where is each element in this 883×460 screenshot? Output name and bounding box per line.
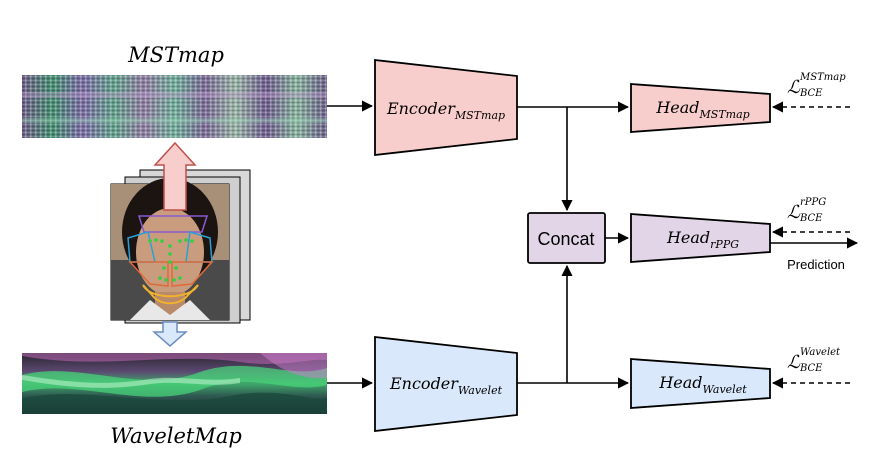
mstmap-title: MSTmap xyxy=(127,43,224,67)
concat-label: Concat xyxy=(537,229,594,249)
face-image-stack xyxy=(110,169,251,324)
encoder-wavelet-label: Encoder xyxy=(389,374,459,393)
mstmap-image xyxy=(22,75,327,138)
waveletmap-image xyxy=(22,353,327,414)
loss-rppg-symbol: ℒ xyxy=(787,202,801,223)
concat-block: Concat xyxy=(527,212,606,264)
loss-wavelet-superscript: Wavelet xyxy=(800,347,841,358)
loss-wavelet-symbol: ℒ xyxy=(787,352,801,373)
head-rppg: HeadrPPG xyxy=(630,213,771,263)
encoder-mstmap: EncoderMSTmap xyxy=(374,58,518,157)
head-mstmap: HeadMSTmap xyxy=(630,83,771,133)
loss-rppg-subscript: BCE xyxy=(799,213,823,224)
waveletmap-title: WaveletMap xyxy=(110,424,242,448)
encoder-mstmap-label: Encoder xyxy=(386,99,456,118)
loss-mstmap-symbol: ℒ xyxy=(787,77,801,98)
svg-text:HeadrPPG: HeadrPPG xyxy=(666,228,739,251)
loss-rppg-superscript: rPPG xyxy=(800,197,826,208)
head-mstmap-label: Head xyxy=(655,98,699,117)
head-wavelet: HeadWavelet xyxy=(630,358,771,409)
loss-mstmap-subscript: BCE xyxy=(799,88,823,99)
encoder-mstmap-subscript: MSTmap xyxy=(454,109,505,122)
head-rppg-label: Head xyxy=(666,228,710,247)
head-wavelet-subscript: Wavelet xyxy=(703,383,748,396)
face-to-waveletmap-arrow xyxy=(152,321,188,347)
face-to-mstmap-arrow xyxy=(153,141,197,211)
svg-text:HeadWavelet: HeadWavelet xyxy=(658,373,747,396)
loss-rppg: ℒ rPPG BCE xyxy=(787,197,826,224)
head-rppg-subscript: rPPG xyxy=(710,238,739,251)
svg-text:EncoderMSTmap: EncoderMSTmap xyxy=(386,99,505,122)
prediction-label: Prediction xyxy=(787,257,845,272)
loss-wavelet: ℒ Wavelet BCE xyxy=(787,347,841,374)
head-mstmap-subscript: MSTmap xyxy=(699,108,750,121)
svg-text:EncoderWavelet: EncoderWavelet xyxy=(389,374,503,397)
loss-wavelet-subscript: BCE xyxy=(799,363,823,374)
head-wavelet-label: Head xyxy=(658,373,702,392)
encoder-wavelet-subscript: Wavelet xyxy=(458,384,503,397)
encoder-wavelet: EncoderWavelet xyxy=(374,335,518,433)
svg-text:HeadMSTmap: HeadMSTmap xyxy=(655,98,749,121)
loss-mstmap-superscript: MSTmap xyxy=(799,72,846,83)
loss-mstmap: ℒ MSTmap BCE xyxy=(787,72,846,99)
